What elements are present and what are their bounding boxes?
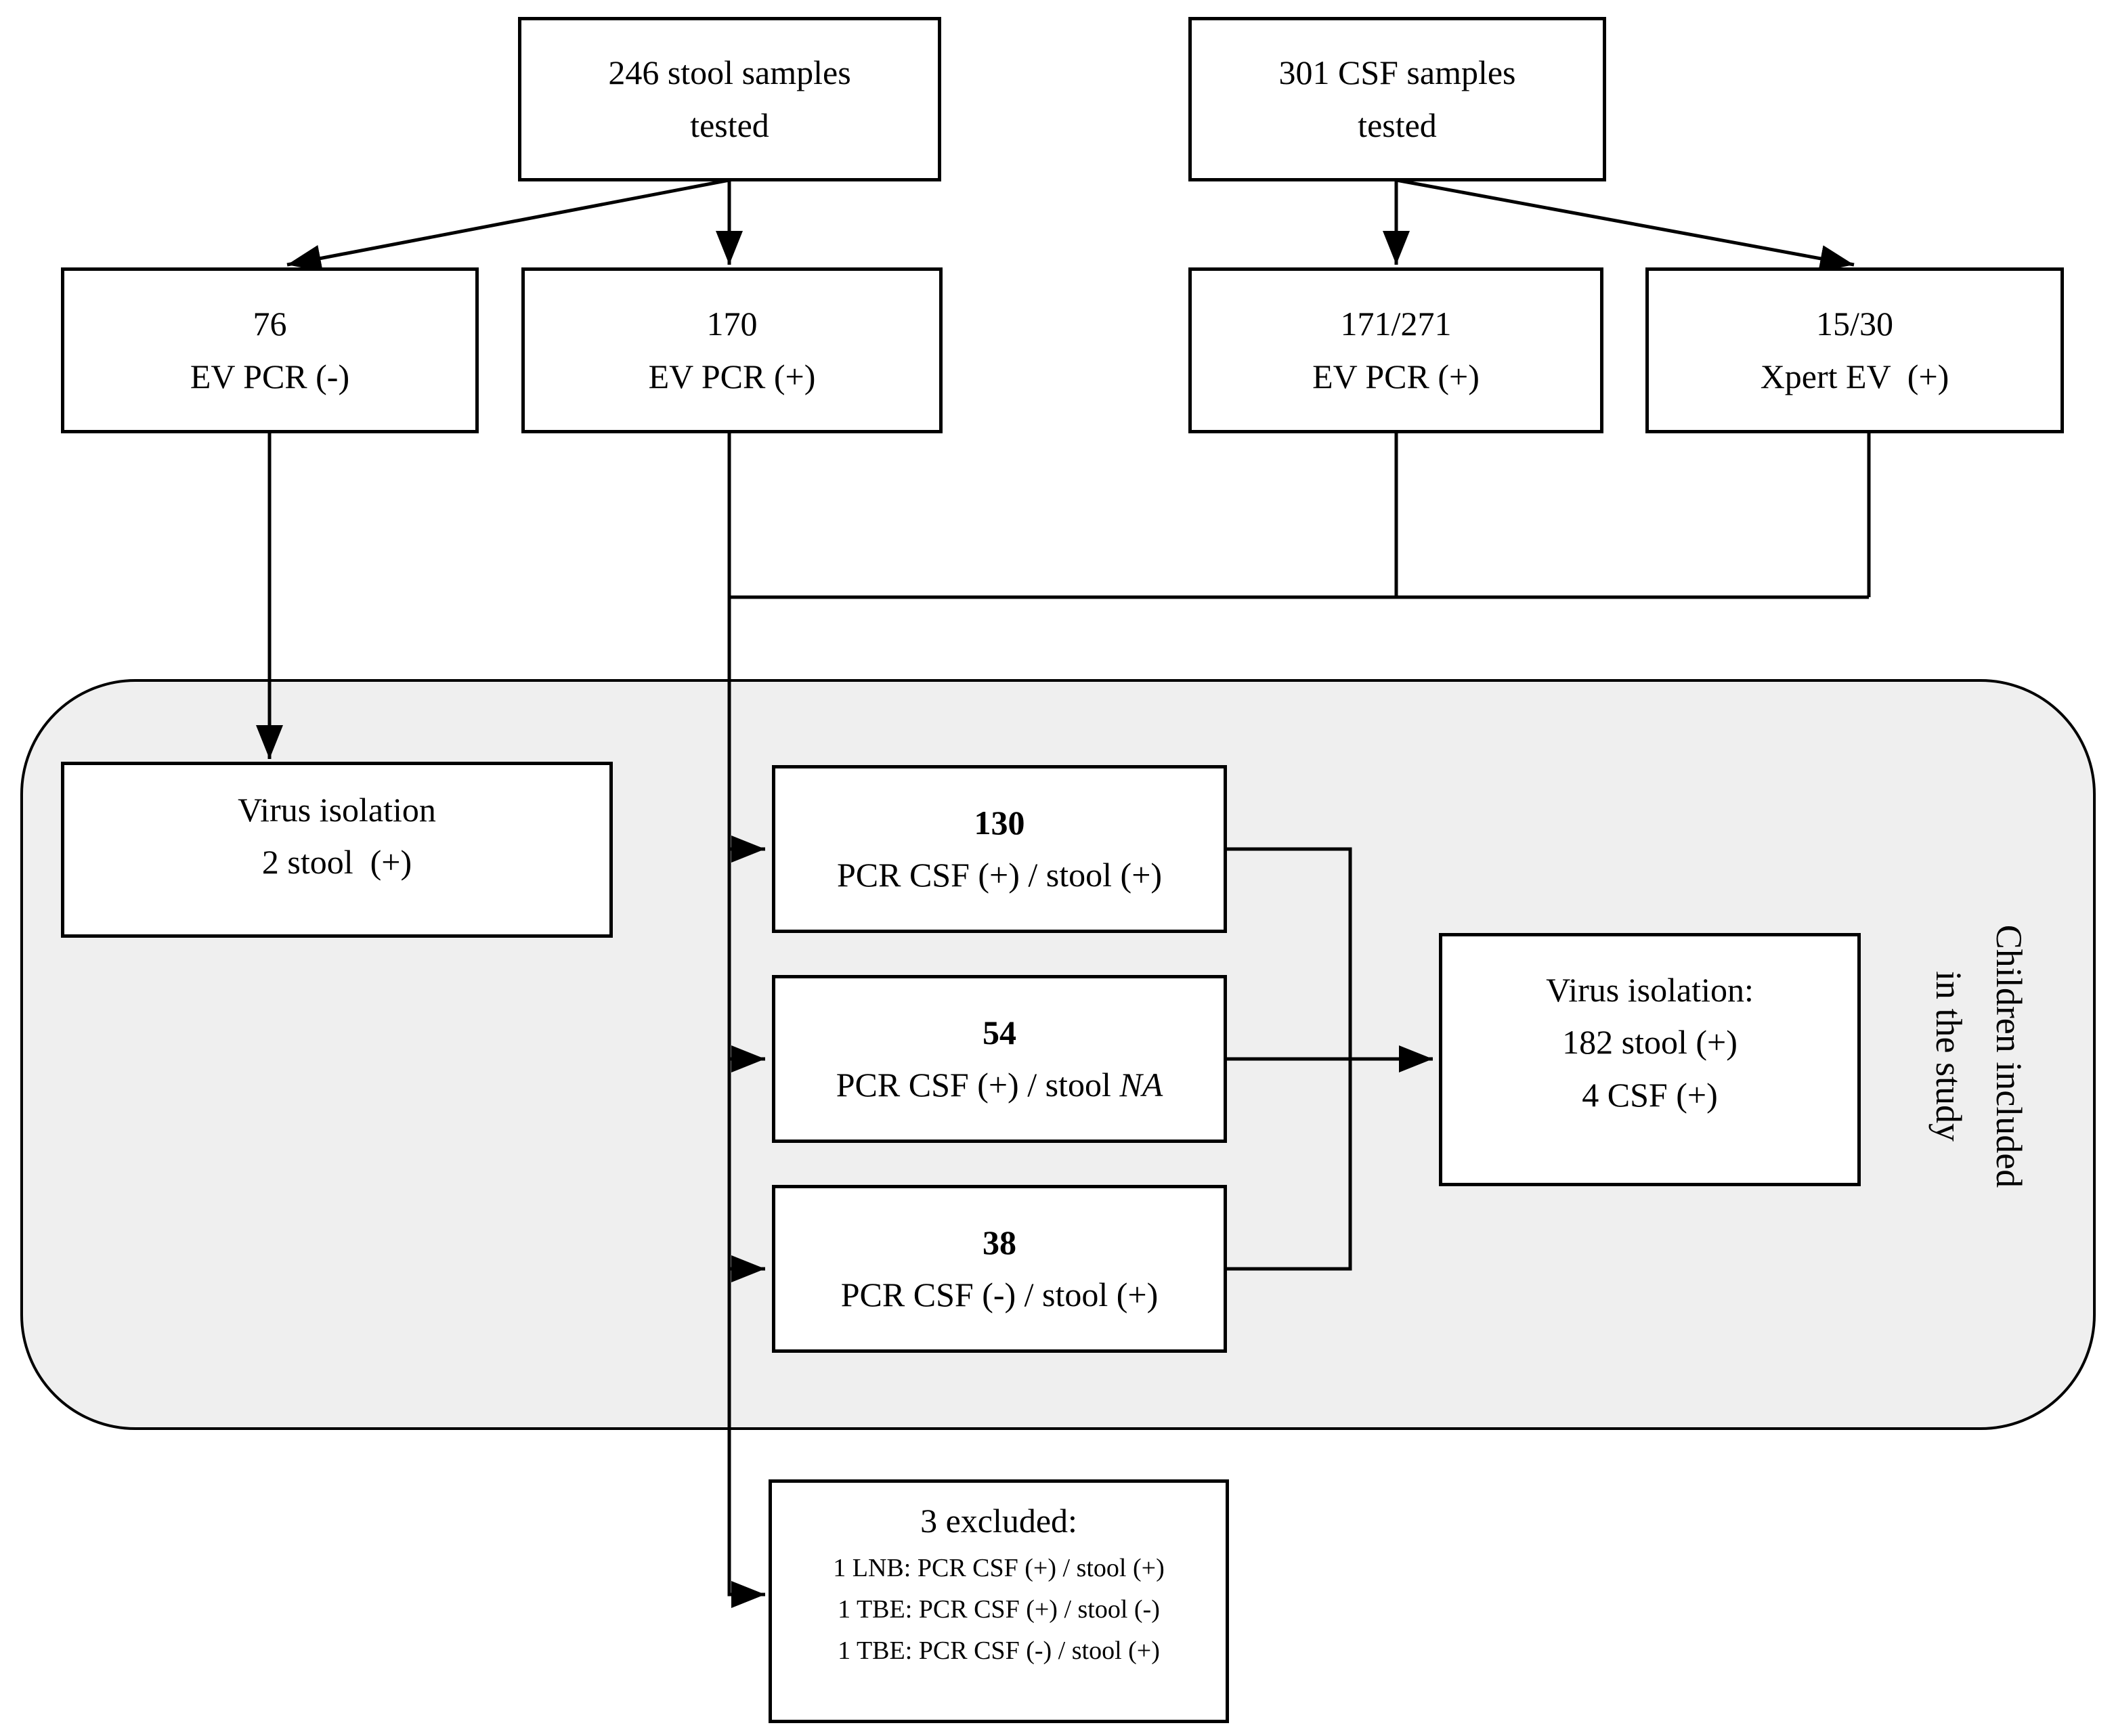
count-54: 54 (983, 1013, 1016, 1051)
box-csf-pos-stool-pos: 130 PCR CSF (+) / stool (+) (772, 765, 1227, 933)
box-text: Virus isolation (238, 790, 436, 829)
box-excluded: 3 excluded: 1 LNB: PCR CSF (+) / stool (… (769, 1479, 1229, 1723)
arrow-csf-to-xpert (1396, 178, 1855, 272)
connector-csf-join (729, 432, 1871, 599)
excluded-title: 3 excluded: (920, 1501, 1077, 1540)
box-csf-pos-stool-na: 54 PCR CSF (+) / stool NA (772, 975, 1227, 1143)
box-csf-neg-stool-pos: 38 PCR CSF (-) / stool (+) (772, 1185, 1227, 1353)
box-text: EV PCR (+) (648, 357, 816, 395)
count-38: 38 (983, 1223, 1016, 1261)
box-text: 4 CSF (+) (1582, 1075, 1718, 1114)
box-xpert-ev-positive: 15/30 Xpert EV (+) (1645, 267, 2064, 433)
box-text: Virus isolation: (1546, 970, 1754, 1009)
box-text: 171/271 (1340, 305, 1452, 343)
excluded-item: 1 TBE: PCR CSF (+) / stool (-) (838, 1594, 1160, 1624)
box-text: PCR CSF (+) / stool (+) (837, 849, 1162, 902)
container-label-line: in the study (1928, 970, 1969, 1142)
box-ev-pcr-positive-csf: 171/271 EV PCR (+) (1188, 267, 1603, 433)
label-italic: NA (1119, 1066, 1163, 1104)
box-text: 170 (706, 305, 758, 343)
box-text: 2 stool (+) (261, 843, 412, 881)
box-text: 15/30 (1816, 305, 1893, 343)
box-virus-isolation-included: Virus isolation: 182 stool (+) 4 CSF (+) (1439, 933, 1861, 1186)
box-text: Xpert EV (+) (1760, 357, 1949, 395)
arrow-trunk-to-excluded (727, 432, 765, 1608)
box-text: tested (1358, 106, 1437, 144)
container-label-children-included: Children included in the study (1918, 925, 2039, 1188)
box-ev-pcr-negative: 76 EV PCR (-) (61, 267, 479, 433)
count-130: 130 (974, 803, 1025, 842)
box-stool-samples-tested: 246 stool samples tested (518, 17, 941, 181)
label-text: PCR CSF (+) / stool (836, 1066, 1120, 1104)
arrow-stool-to-pcr-neg (286, 178, 730, 272)
excluded-item: 1 TBE: PCR CSF (-) / stool (+) (838, 1636, 1160, 1665)
container-label-line: Children included (1989, 924, 2030, 1188)
box-csf-samples-tested: 301 CSF samples tested (1188, 17, 1606, 181)
box-virus-isolation-stool: Virus isolation 2 stool (+) (61, 762, 613, 938)
box-text: PCR CSF (-) / stool (+) (841, 1269, 1159, 1322)
excluded-item: 1 LNB: PCR CSF (+) / stool (+) (833, 1553, 1165, 1582)
box-text: EV PCR (+) (1312, 357, 1480, 395)
box-text: EV PCR (-) (190, 357, 350, 395)
box-text: tested (690, 106, 769, 144)
box-text: 182 stool (+) (1562, 1023, 1738, 1062)
box-text: 246 stool samples (608, 53, 851, 91)
box-text: 76 (253, 305, 287, 343)
label-text: PCR CSF (-) / stool (+) (840, 1276, 1159, 1314)
box-text: PCR CSF (+) / stool NA (836, 1059, 1163, 1112)
label-text: PCR CSF (+) / stool (+) (836, 856, 1163, 894)
box-text: 301 CSF samples (1278, 53, 1516, 91)
box-ev-pcr-positive-stool: 170 EV PCR (+) (521, 267, 943, 433)
